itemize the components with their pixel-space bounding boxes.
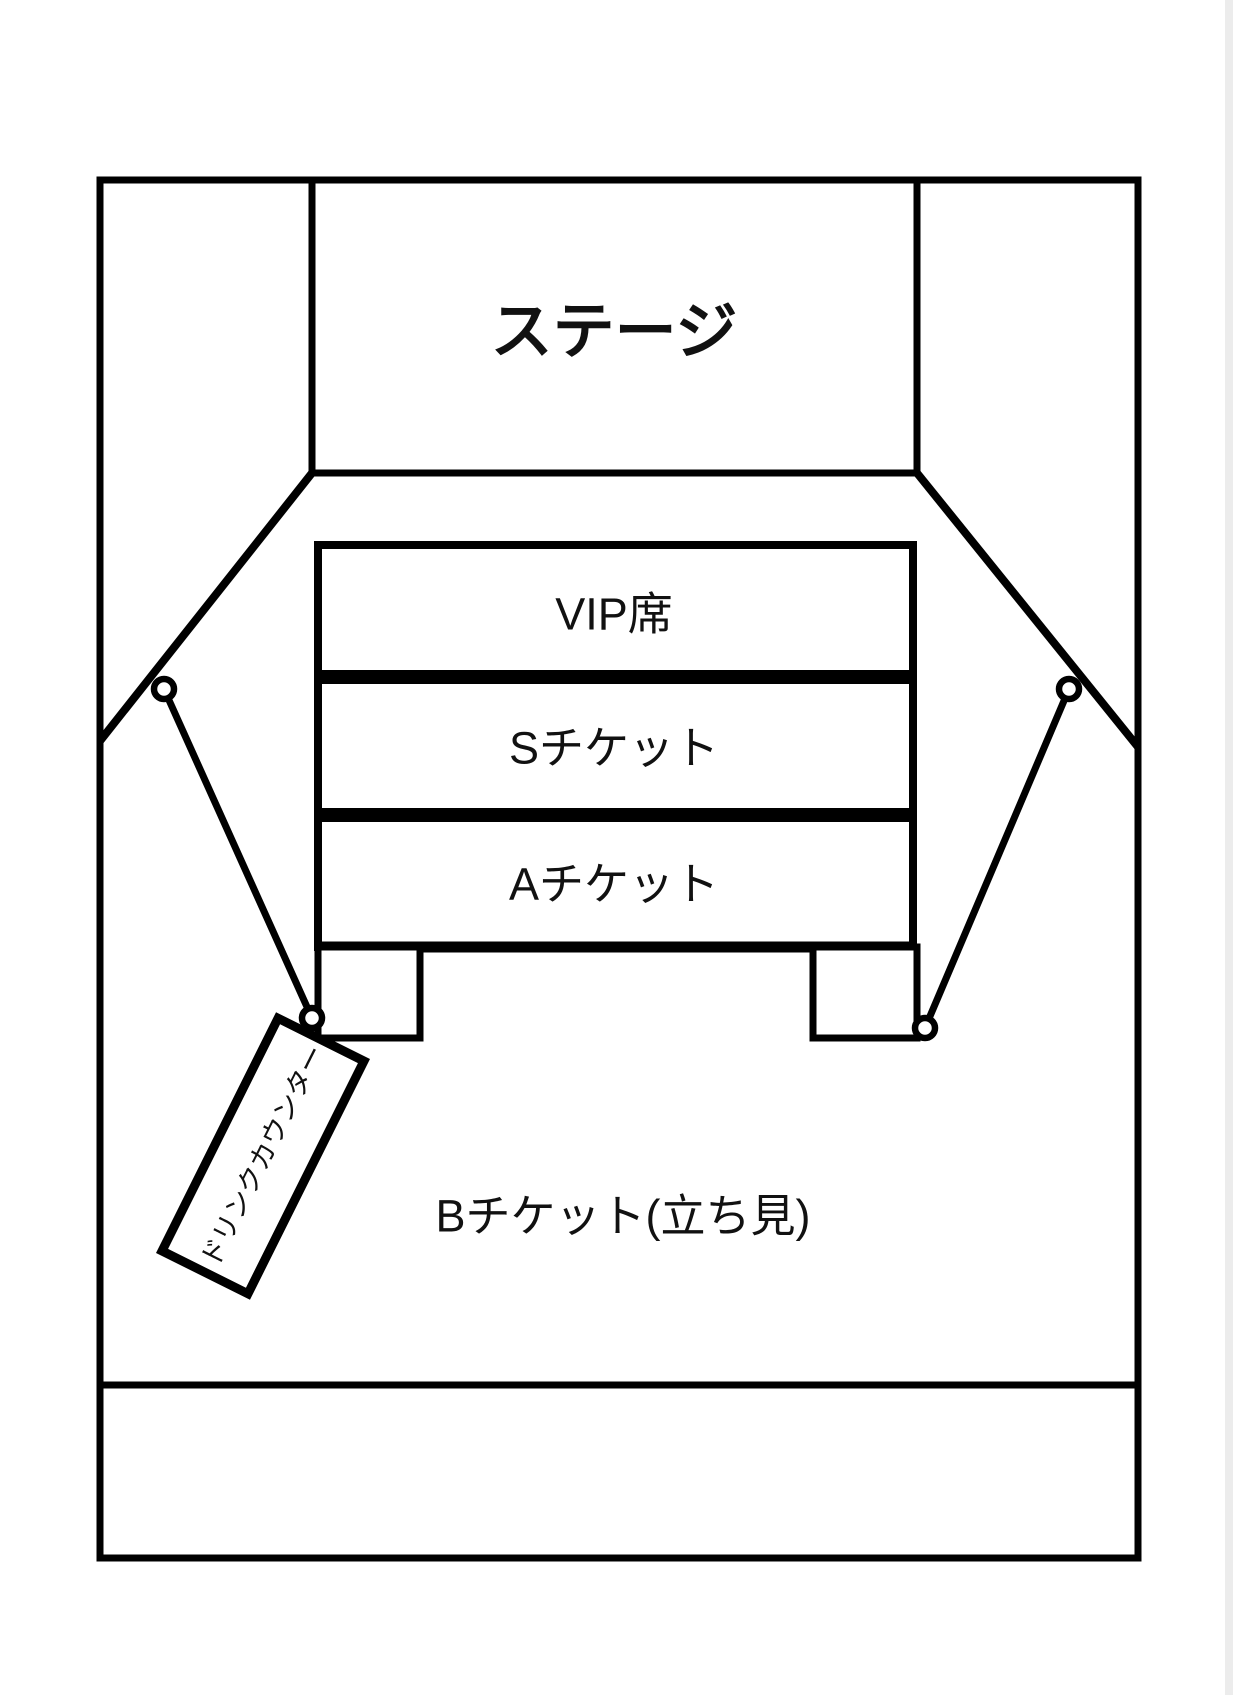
b-standing-area-label: Bチケット(立ち見) <box>436 1191 811 1242</box>
side-wall-left <box>96 470 316 744</box>
stage-label: ステージ <box>491 298 738 367</box>
drink-counter-board <box>156 1012 370 1300</box>
exit-box-right <box>809 943 921 1042</box>
a-ticket-section-label: Aチケット <box>509 859 719 910</box>
vip-section-label: VIP席 <box>555 589 673 640</box>
exit-box-left <box>314 943 424 1042</box>
seating-block <box>314 541 917 951</box>
screen-edge-strip <box>1225 0 1233 1695</box>
rope-post-top-left <box>150 675 178 703</box>
rope-barrier-left <box>160 687 316 1020</box>
stage-area <box>308 176 921 477</box>
rope-post-bottom-left <box>298 1004 326 1032</box>
s-ticket-section-label: Sチケット <box>509 723 719 774</box>
rope-post-bottom-right <box>911 1014 939 1042</box>
rope-barrier-right <box>921 687 1073 1030</box>
rope-post-top-right <box>1055 675 1083 703</box>
side-wall-right <box>913 470 1142 750</box>
